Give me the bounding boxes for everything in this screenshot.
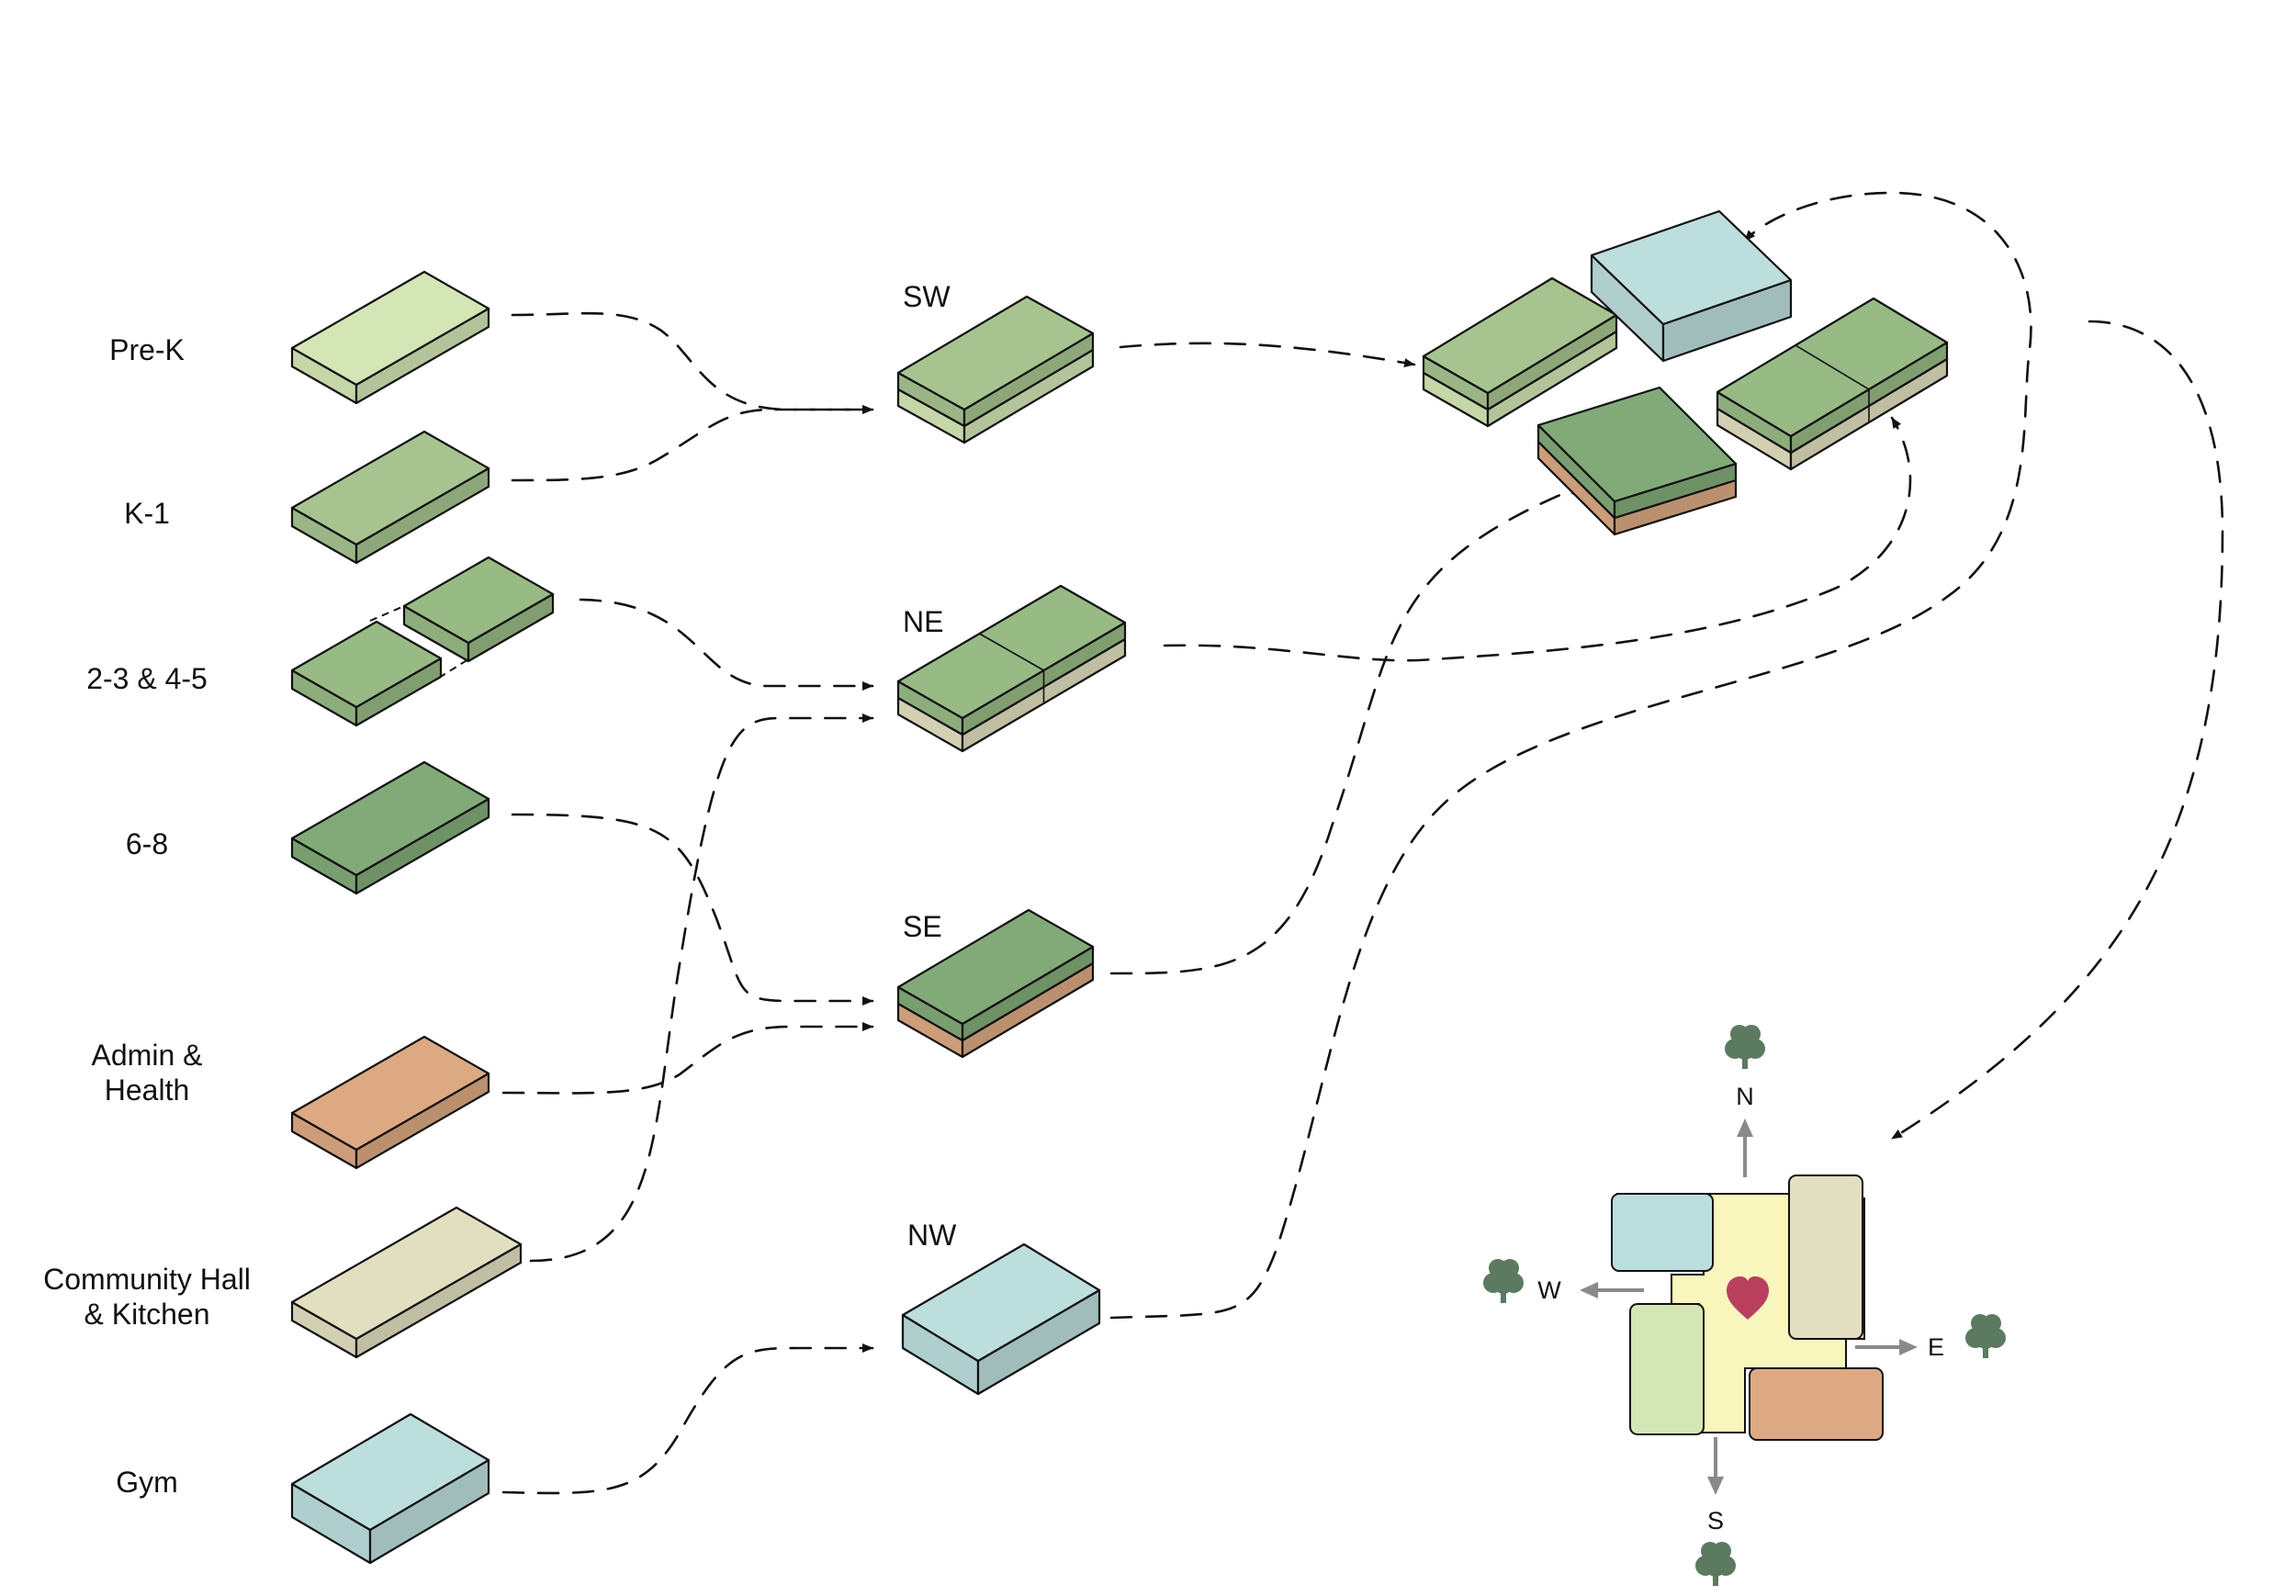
path-admin-to-se (501, 1022, 874, 1095)
tree-canopy (1742, 1025, 1761, 1043)
program-labels: Pre-K K-1 2-3 & 4-5 6-8 Admin & Health C… (43, 333, 251, 1499)
block-grades-2-3-top-face (290, 620, 443, 709)
label-admin-line1: Admin & (92, 1039, 203, 1072)
tree-canopy (1501, 1259, 1519, 1277)
zone-label-sw: SW (903, 280, 951, 313)
trees (1483, 1025, 2006, 1586)
path-nw-to-plan (1109, 191, 2032, 1320)
label-gym: Gym (116, 1466, 178, 1499)
tree-icon-north (1725, 1025, 1765, 1069)
path-sw-to-plan (1119, 342, 1416, 367)
label-community-line1: Community Hall (43, 1263, 251, 1296)
plan-block-sw (1422, 276, 1618, 428)
block-k1 (290, 430, 490, 565)
block-admin-top-face (290, 1035, 490, 1152)
split-connector (369, 605, 469, 679)
block-zone-se (896, 908, 1095, 1059)
tree-canopy (1706, 1558, 1725, 1577)
site-block-admin (1749, 1367, 1884, 1441)
label-admin-line2: Health (105, 1073, 190, 1107)
compass-south-label: S (1707, 1507, 1724, 1534)
tree-icon-west (1483, 1259, 1524, 1303)
block-community-top-face (290, 1206, 523, 1341)
label-grades-2-5: 2-3 & 4-5 (86, 662, 208, 695)
path-community-to-ne (529, 714, 874, 1263)
plan-block-ne-divider (1795, 344, 1870, 390)
site-block-community (1788, 1175, 1863, 1340)
block-prek-top-face (290, 270, 490, 387)
block-prek (290, 270, 490, 405)
tree-icon-east (1965, 1314, 2006, 1358)
zone-labels: SW NE SE NW (903, 280, 957, 1252)
block-zone-nw-top-face (901, 1242, 1101, 1363)
compass-north-label: N (1736, 1083, 1754, 1110)
block-gym (290, 1412, 490, 1565)
label-grades-6-8: 6-8 (126, 827, 168, 860)
block-grades-2-3 (290, 620, 443, 727)
site-block-prek (1629, 1303, 1705, 1435)
path-ne-to-plan (1163, 416, 1912, 662)
label-k1: K-1 (124, 497, 170, 530)
compass-west-label: W (1537, 1276, 1561, 1304)
site-block-gym (1611, 1193, 1714, 1272)
site-plan: N S W E (1483, 1025, 2006, 1586)
block-zone-sw-top-face (896, 295, 1095, 411)
block-zone-se-top-face (896, 908, 1095, 1026)
path-se-to-plan (1109, 485, 1581, 975)
block-gym-top-face (290, 1412, 490, 1532)
block-zone-ne-divider (979, 633, 1044, 671)
block-zone-ne (896, 584, 1127, 753)
path-plan-to-site (1890, 320, 2224, 1141)
block-zone-nw (901, 1242, 1101, 1396)
assembled-plan-blocks (1422, 209, 1949, 536)
zone-label-ne: NE (903, 605, 943, 638)
block-grades-6-8 (290, 760, 490, 895)
plan-block-ne (1716, 297, 1949, 471)
path-k1-to-sw (511, 405, 874, 482)
plan-block-se-top-face (1536, 386, 1738, 503)
plan-block-nw-top-face (1590, 209, 1793, 326)
compass-arrows (1580, 1118, 1918, 1495)
tree-canopy (1983, 1314, 2001, 1332)
path-prek-to-sw (511, 311, 874, 414)
label-community-line2: & Kitchen (84, 1298, 210, 1331)
tree-canopy (1494, 1276, 1513, 1294)
path-g68-to-se (511, 813, 874, 1006)
heart-icon (1727, 1276, 1769, 1320)
tree-canopy (1976, 1331, 1995, 1349)
tree-icon-south (1695, 1542, 1736, 1586)
block-community (290, 1206, 523, 1359)
block-grades-6-8-top-face (290, 760, 490, 877)
block-admin (290, 1035, 490, 1170)
split-connector-line (438, 658, 469, 679)
block-grades-4-5 (402, 556, 555, 663)
split-connector-line (369, 605, 405, 622)
plan-block-nw (1590, 209, 1793, 363)
tree-canopy (1713, 1542, 1731, 1560)
path-grades-to-ne (579, 598, 874, 691)
block-zone-sw (896, 295, 1095, 444)
block-k1-top-face (290, 430, 490, 546)
zone-label-nw: NW (907, 1219, 957, 1252)
path-gym-to-nw (501, 1343, 874, 1495)
zone-label-se: SE (903, 910, 942, 943)
left-blocks (290, 270, 555, 1565)
block-grades-4-5-top-face (402, 556, 555, 645)
middle-blocks (896, 295, 1127, 1396)
flow-paths (501, 191, 2224, 1495)
compass-east-label: E (1928, 1333, 1944, 1361)
label-prek: Pre-K (109, 333, 185, 366)
plan-block-se (1536, 386, 1738, 536)
tree-canopy (1736, 1041, 1754, 1060)
